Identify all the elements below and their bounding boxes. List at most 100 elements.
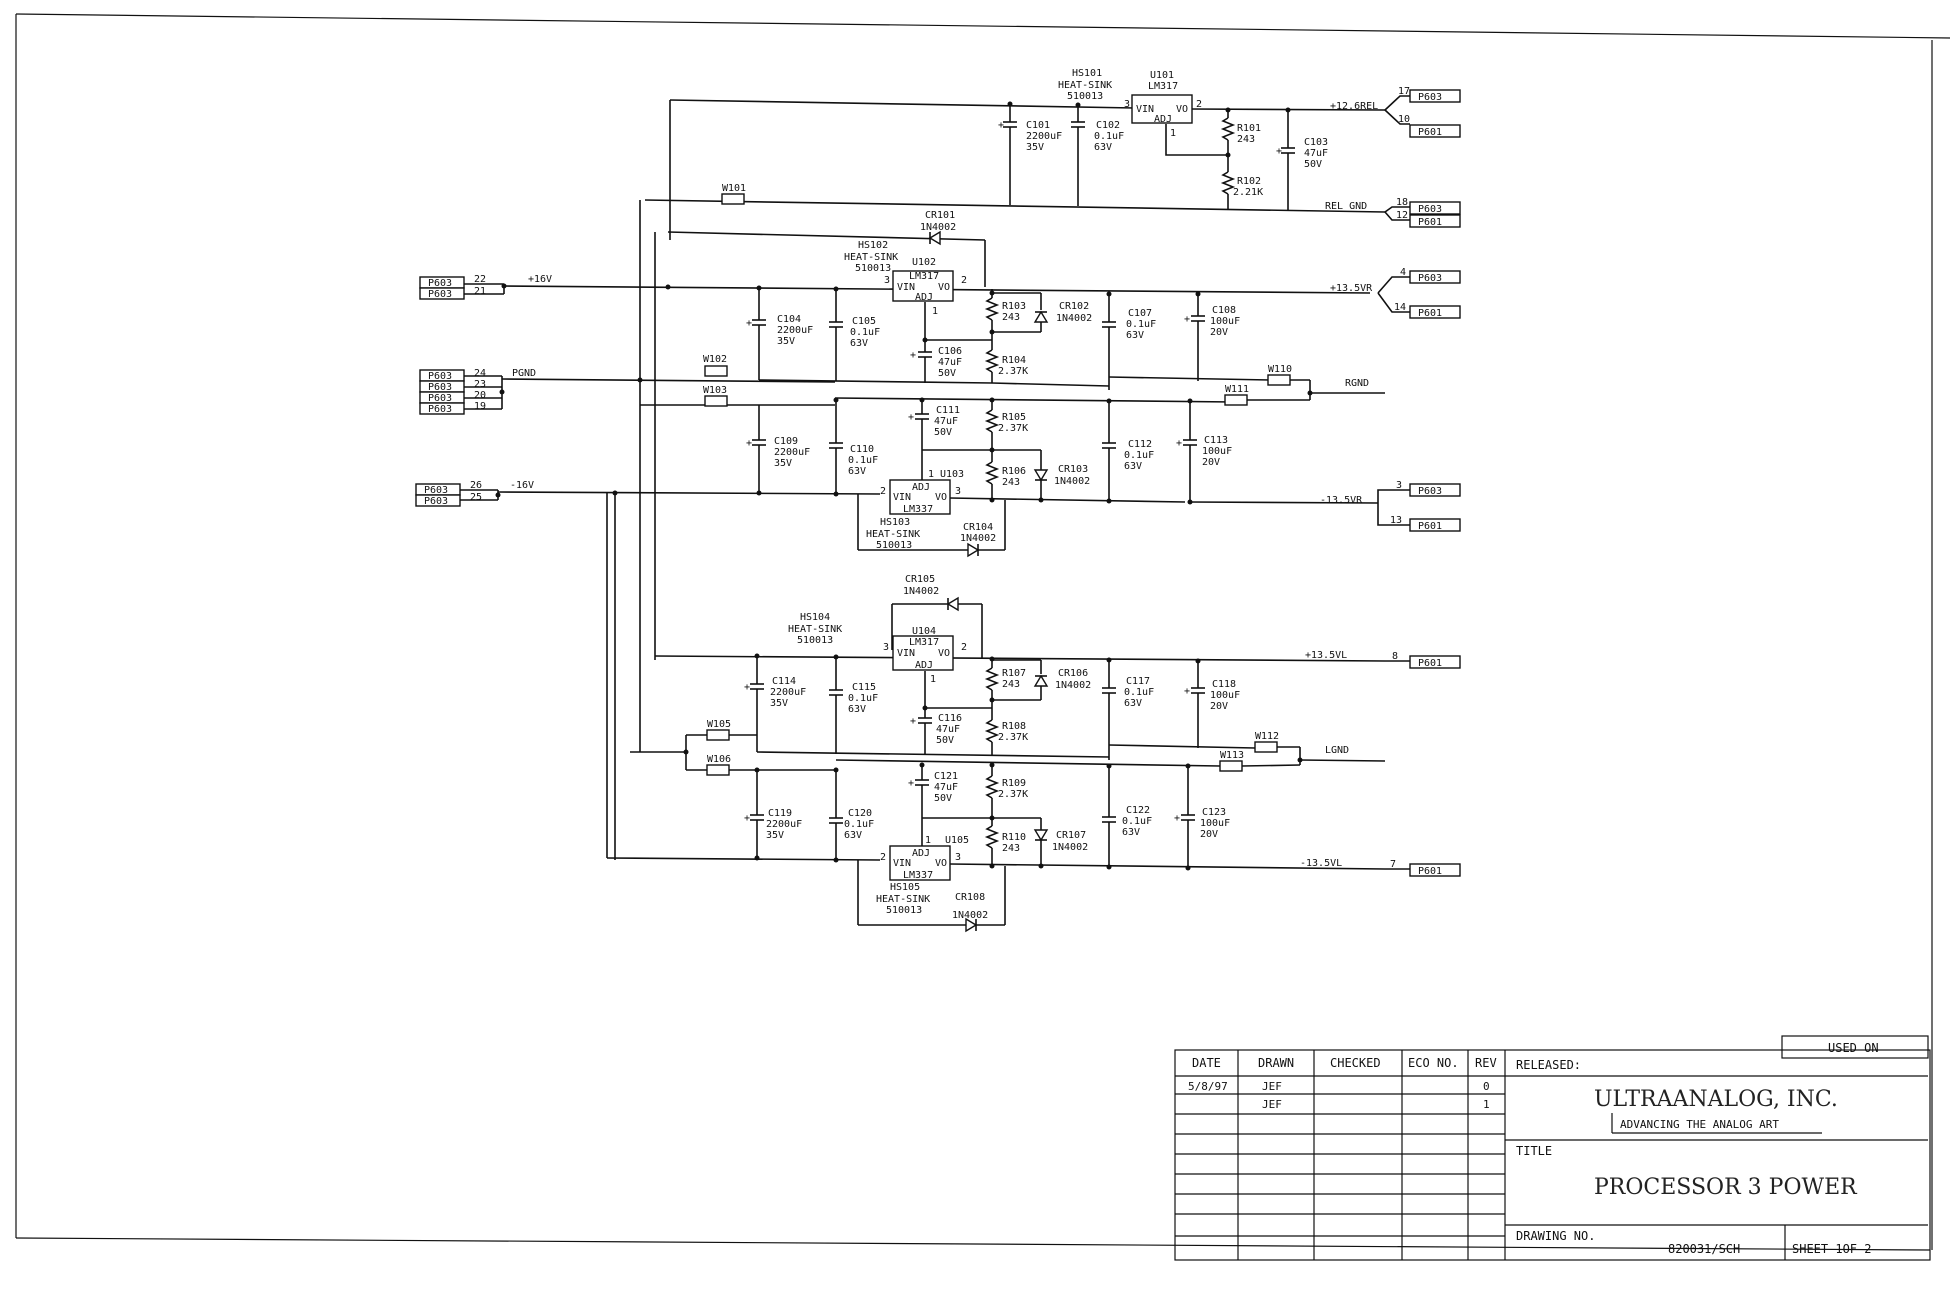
cr105-value: 1N4002: [903, 586, 939, 597]
c118-value: 100uF: [1210, 690, 1240, 701]
c106-plus: +: [910, 350, 916, 361]
c109-value: 2200uF: [774, 447, 810, 458]
c123-value: 100uF: [1200, 818, 1230, 829]
u105-section: W106 W113 + C119 2200uF 35V C120 0.1uF 6…: [606, 492, 1461, 933]
pin18-label: 18: [1396, 197, 1408, 208]
pin25-label: 25: [470, 492, 482, 503]
net-pgnd-label: PGND: [512, 368, 536, 379]
conn-p603-17: [1409, 89, 1461, 103]
conn-p603-25-label: P603: [424, 496, 448, 507]
u102-regulator: [892, 270, 954, 302]
conn-p603-22-label: P603: [428, 278, 452, 289]
r109-value: 2.37K: [998, 789, 1028, 800]
cr108-label: CR108: [955, 892, 985, 903]
sheet-border: [15, 13, 1951, 1251]
c106-label: C106: [938, 346, 962, 357]
conn-p603-21-label: P603: [428, 289, 452, 300]
date-header: DATE: [1192, 1056, 1221, 1070]
conn-p603-3-label: P603: [1418, 486, 1442, 497]
c122-voltage: 63V: [1122, 827, 1140, 838]
c102-label: C102: [1096, 120, 1120, 131]
u101-part-label: LM317: [1148, 81, 1178, 92]
released-label: RELEASED:: [1516, 1058, 1581, 1072]
w105-label: W105: [707, 719, 731, 730]
r109-label: R109: [1002, 778, 1026, 789]
net-rgnd-label: RGND: [1345, 378, 1369, 389]
c117-voltage: 63V: [1124, 698, 1142, 709]
pin19-label: 19: [474, 401, 486, 412]
cr104-value: 1N4002: [960, 533, 996, 544]
c108-voltage: 20V: [1210, 327, 1228, 338]
drawing-no: 820031/SCH: [1668, 1242, 1740, 1256]
c107-label: C107: [1128, 308, 1152, 319]
r110-label: R110: [1002, 832, 1026, 843]
conn-p601-10-label: P601: [1418, 127, 1442, 138]
u101-regulator: [1131, 94, 1193, 124]
net-rel-label: +12.6REL: [1330, 101, 1378, 112]
conn-p603-18: [1409, 201, 1461, 215]
hs103-heatsink-label: HEAT-SINK: [866, 529, 920, 540]
r108-resistor: [984, 719, 1000, 743]
cr102-value: 1N4002: [1056, 313, 1092, 324]
r101-resistor: [1220, 117, 1236, 141]
pin14-label: 14: [1394, 302, 1406, 313]
r107-value: 243: [1002, 679, 1020, 690]
c122-label: C122: [1126, 805, 1150, 816]
u102-pin2-label: 2: [961, 275, 967, 286]
c108-label: C108: [1212, 305, 1236, 316]
c106-value: 47uF: [938, 357, 962, 368]
net-minus16-label: -16V: [510, 480, 534, 491]
c122-value: 0.1uF: [1122, 816, 1152, 827]
w103-label: W103: [703, 385, 727, 396]
hs104-label: HS104: [800, 612, 830, 623]
c105-voltage: 63V: [850, 338, 868, 349]
hs101-pn-label: 510013: [1067, 91, 1103, 102]
rev-header: REV: [1475, 1056, 1497, 1070]
c123-label: C123: [1202, 807, 1226, 818]
conn-p601-8: [1409, 655, 1461, 669]
c106-voltage: 50V: [938, 368, 956, 379]
c123-plus: +: [1174, 813, 1180, 824]
c102-voltage: 63V: [1094, 142, 1112, 153]
w111-jumper: [1224, 394, 1248, 406]
u103-regulator: [889, 479, 951, 515]
u105-regulator: [889, 845, 951, 881]
conn-p603-19-label: P603: [428, 404, 452, 415]
row0-drawn: JEF: [1262, 1080, 1282, 1093]
c103-plus: +: [1276, 146, 1282, 157]
title-label: TITLE: [1516, 1144, 1552, 1158]
hs105-heatsink-label: HEAT-SINK: [876, 894, 930, 905]
conn-p601-7: [1409, 863, 1461, 877]
c104-plus: +: [746, 318, 752, 329]
u102-pin3-label: 3: [884, 275, 890, 286]
u101-section: U101 LM317 VIN VO ADJ HS101 HEAT-SINK 51…: [644, 68, 1461, 240]
w113-label: W113: [1220, 750, 1244, 761]
cr103-value: 1N4002: [1054, 476, 1090, 487]
u101-vo-label: VO: [1176, 104, 1188, 115]
hs102-label: HS102: [858, 240, 888, 251]
w105-jumper: [706, 729, 730, 741]
u105-vin-label: VIN: [893, 858, 911, 869]
c112-voltage: 63V: [1124, 461, 1142, 472]
u102-section: CR101 1N4002 U102 LM317 VIN VO ADJ HS102…: [667, 210, 1461, 400]
conn-p603-4-label: P603: [1418, 273, 1442, 284]
r104-resistor: [984, 349, 1000, 373]
c118-label: C118: [1212, 679, 1236, 690]
c123-voltage: 20V: [1200, 829, 1218, 840]
conn-p601-8-label: P601: [1418, 658, 1442, 669]
u105-pin2-label: 2: [880, 852, 886, 863]
cr103-diode: [1033, 469, 1049, 482]
u102-vo-label: VO: [938, 282, 950, 293]
u102-pin1-label: 1: [932, 306, 938, 317]
c115-voltage: 63V: [848, 704, 866, 715]
r105-label: R105: [1002, 412, 1026, 423]
conn-p603-20-label: P603: [428, 393, 452, 404]
hs102-pn-label: 510013: [855, 263, 891, 274]
c119-value: 2200uF: [766, 819, 802, 830]
c113-voltage: 20V: [1202, 457, 1220, 468]
cr106-value: 1N4002: [1055, 680, 1091, 691]
pin24-label: 24: [474, 368, 486, 379]
hs105-pn-label: 510013: [886, 905, 922, 916]
pin26-label: 26: [470, 480, 482, 491]
c104-voltage: 35V: [777, 336, 795, 347]
